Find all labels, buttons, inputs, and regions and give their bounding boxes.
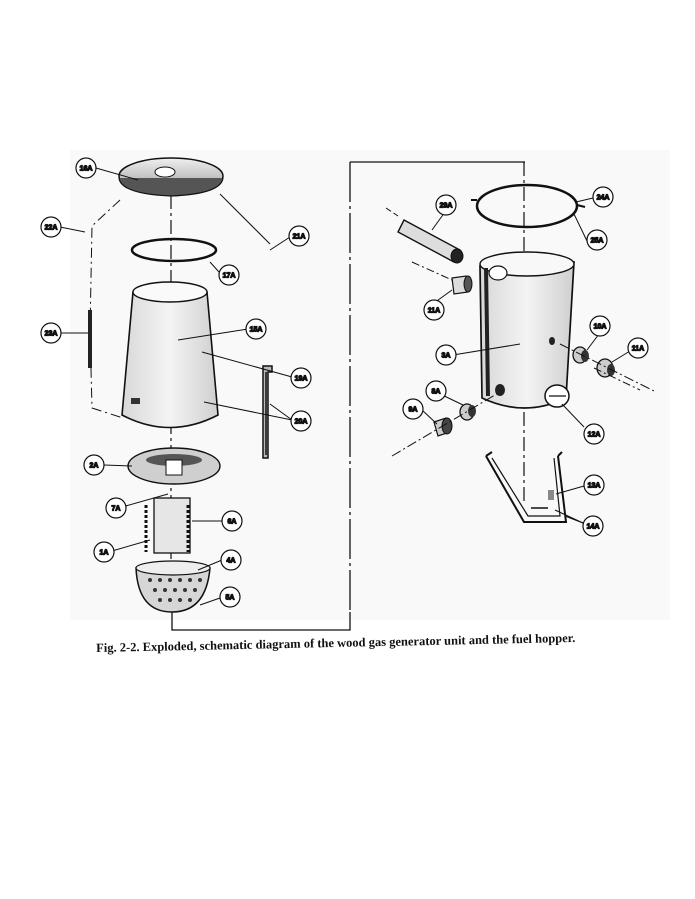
generator-assembly [385, 162, 657, 523]
clamp-ring [471, 183, 586, 229]
callout-29a: 29A [435, 194, 457, 216]
svg-text:14A: 14A [587, 524, 600, 531]
callout-19a: 19A [290, 367, 312, 389]
svg-text:21A: 21A [293, 234, 306, 241]
svg-text:3A: 3A [442, 353, 451, 360]
svg-text:25A: 25A [591, 238, 604, 245]
hopper-cylinder [121, 281, 219, 429]
callout-15a: 15A [245, 318, 267, 340]
callout-4a: 4A [220, 549, 242, 571]
svg-text:4A: 4A [227, 558, 236, 565]
svg-text:11A: 11A [428, 308, 440, 315]
svg-text:11A: 11A [632, 346, 644, 353]
callout-24a: 24A [592, 186, 614, 208]
svg-text:10A: 10A [594, 324, 607, 331]
grate-plate [127, 447, 221, 485]
generator-cylinder [479, 251, 575, 409]
callout-25a: 25A [586, 229, 608, 251]
callout-21a: 21A [288, 225, 310, 247]
callout-14a: 14A [582, 515, 604, 537]
svg-text:8A: 8A [432, 389, 441, 396]
svg-text:24A: 24A [597, 195, 610, 202]
svg-text:16A: 16A [80, 166, 93, 173]
callout-22a: 22A [40, 216, 62, 238]
callout-10a: 10A [589, 315, 611, 337]
svg-text:19A: 19A [295, 376, 308, 383]
center-tube [144, 497, 191, 554]
svg-text:20A: 20A [295, 419, 308, 426]
callout-12a: 12A [583, 423, 605, 445]
inlet-pipe [385, 207, 464, 264]
fitting-right-outer [596, 358, 615, 378]
rod [88, 310, 92, 368]
basket-perforations [148, 578, 202, 602]
svg-text:22A: 22A [45, 225, 58, 232]
svg-text:1A: 1A [100, 550, 109, 557]
svg-text:5A: 5A [226, 595, 235, 602]
svg-text:13A: 13A [588, 483, 601, 490]
svg-text:6A: 6A [228, 519, 237, 526]
callout-6a: 6A [221, 510, 243, 532]
callout-20a: 20A [290, 410, 312, 432]
callout-8a: 8A [425, 380, 447, 402]
fuel-hopper-assembly [88, 157, 273, 613]
hopper-ring [130, 237, 218, 263]
callout-13a: 13A [583, 474, 605, 496]
svg-text:2A: 2A [90, 463, 99, 470]
bracket [262, 365, 273, 459]
svg-text:23A: 23A [45, 331, 58, 338]
fitting-left [411, 261, 473, 295]
callout-2a: 2A [83, 454, 105, 476]
nozzle-9a [433, 417, 453, 437]
svg-text:9A: 9A [409, 407, 418, 414]
callouts: 16A 22A 21A 17A 23A 15A 19A 20A 2A 7A 6A… [40, 157, 649, 608]
svg-text:17A: 17A [223, 273, 236, 280]
callout-3a: 3A [435, 344, 457, 366]
callout-11a-right: 11A [627, 337, 649, 359]
callout-1a: 1A [93, 541, 115, 563]
callout-16a: 16A [75, 157, 97, 179]
grate-stand [485, 451, 568, 523]
callout-23a: 23A [40, 322, 62, 344]
svg-text:29A: 29A [440, 203, 453, 210]
svg-text:15A: 15A [250, 327, 263, 334]
svg-text:7A: 7A [112, 506, 121, 513]
callout-17a: 17A [218, 264, 240, 286]
hopper-lid [118, 157, 224, 197]
callout-5a: 5A [219, 586, 241, 608]
svg-text:12A: 12A [588, 432, 601, 439]
callout-11a-left: 11A [423, 299, 445, 321]
callout-9a: 9A [402, 398, 424, 420]
callout-7a: 7A [105, 497, 127, 519]
